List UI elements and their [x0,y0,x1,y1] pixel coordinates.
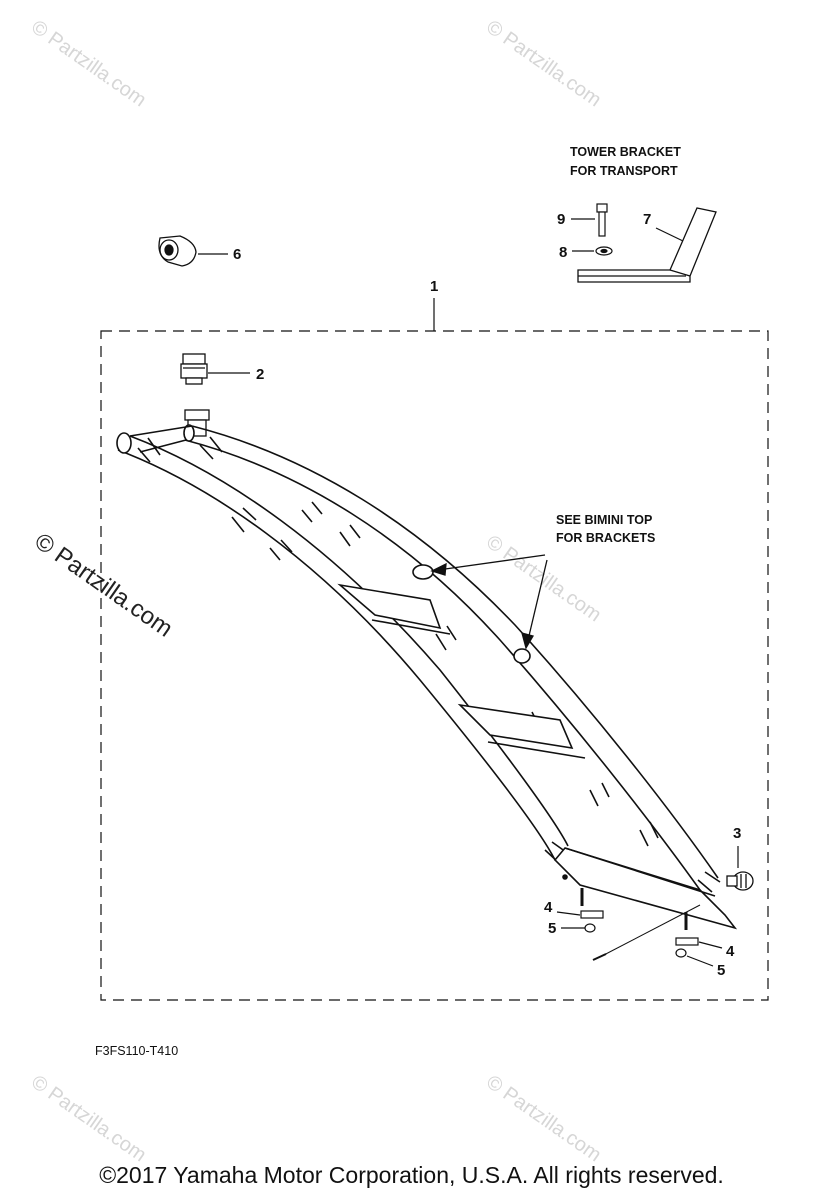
part-9-bolt [596,203,608,237]
callout-3: 3 [733,825,741,842]
bimini-note-line2: FOR BRACKETS [556,531,655,545]
callout-9: 9 [557,211,565,228]
watermark-bottom-right: © Partzilla.com [482,1071,605,1166]
callout-2: 2 [256,366,264,383]
watermark-top-left: © Partzilla.com [27,16,150,111]
watermark-top-right: © Partzilla.com [482,16,605,111]
watermark-bottom-left: © Partzilla.com [27,1071,150,1166]
callout-7: 7 [643,211,651,228]
tower-frame [116,424,738,961]
callout-4-left: 4 [544,899,553,916]
part-3-knob [726,871,754,891]
tower-bracket-note-line2: FOR TRANSPORT [570,164,678,178]
bimini-note-line1: SEE BIMINI TOP [556,513,652,527]
part-4-spacer-left [580,910,604,919]
copyright-notice: ©2017 Yamaha Motor Corporation, U.S.A. A… [99,1162,724,1188]
part-5-nut-right [675,948,687,958]
part-8-washer [595,246,613,256]
bimini-arrows [430,554,548,650]
part-6-clip [158,235,197,267]
part-7-tower-bracket [577,207,717,283]
callout-5-right: 5 [717,962,725,979]
tower-bracket-note-line1: TOWER BRACKET [570,145,681,159]
watermark-prominent: © Partzilla.com [30,528,178,643]
callout-1: 1 [430,278,438,295]
leader-7 [655,227,684,242]
leader-5-right [686,955,714,967]
leader-4-right [698,941,723,949]
callout-8: 8 [559,244,567,261]
part-4-spacer-right [675,937,699,946]
part-2-cap [180,353,208,385]
diagram-code: F3FS110-T410 [95,1044,178,1058]
part-5-nut-left [584,923,596,933]
callout-4-right: 4 [726,943,735,960]
watermark-middle: © Partzilla.com [482,531,605,626]
callout-6: 6 [233,246,241,263]
leader-4-left [556,911,581,916]
callout-5-left: 5 [548,920,556,937]
